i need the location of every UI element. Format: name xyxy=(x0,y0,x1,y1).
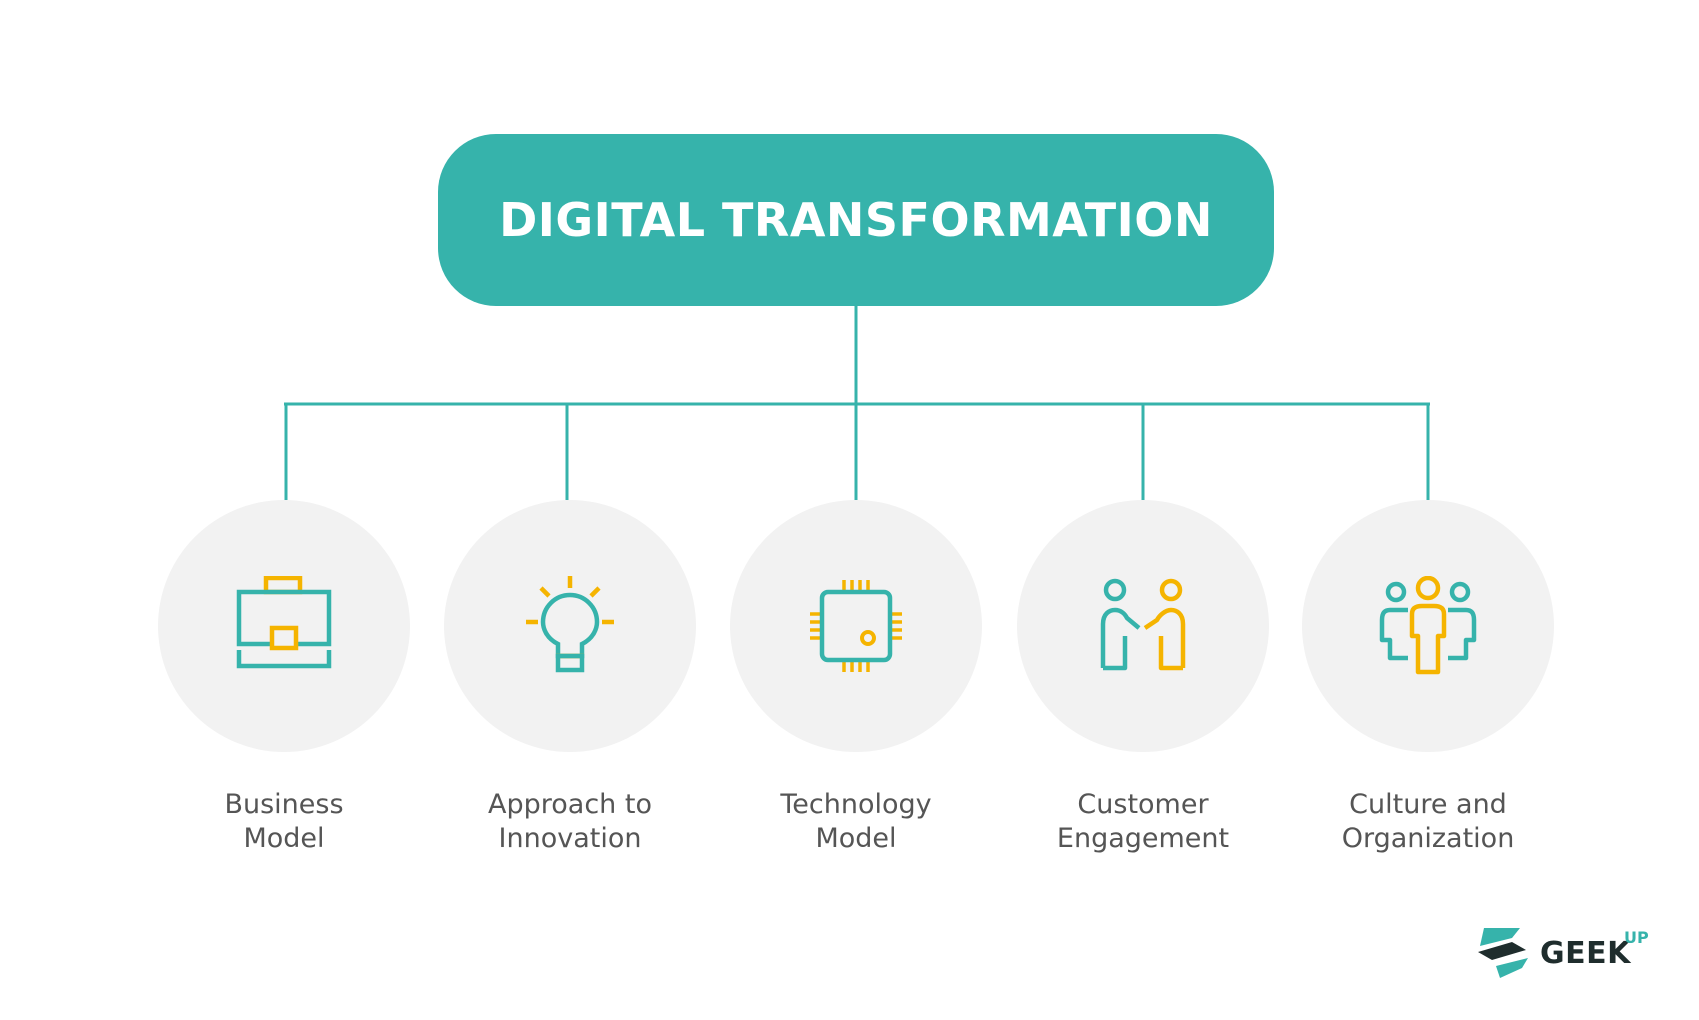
node-label-line2: Model xyxy=(243,823,325,854)
node-label-line1: Business xyxy=(224,789,344,820)
team-icon xyxy=(1379,576,1477,675)
logo-name: GEEK xyxy=(1540,936,1631,971)
node-label: Approach to Innovation xyxy=(404,788,736,856)
microchip-icon xyxy=(810,580,902,672)
geekup-logo: GEEK UP xyxy=(1478,926,1668,980)
node-label: Culture and Organization xyxy=(1262,788,1594,856)
geekup-logo-mark-icon xyxy=(1478,928,1528,978)
title-box: DIGITAL TRANSFORMATION xyxy=(438,134,1274,306)
node-label-line1: Customer xyxy=(1077,789,1209,820)
title-text: DIGITAL TRANSFORMATION xyxy=(499,193,1213,247)
node-circle xyxy=(1017,500,1269,752)
node-label-line1: Technology xyxy=(780,789,932,820)
node-label-line2: Organization xyxy=(1341,823,1515,854)
node-circle xyxy=(444,500,696,752)
node-label-line2: Innovation xyxy=(498,823,642,854)
node-label: Technology Model xyxy=(690,788,1022,856)
handshake-people-icon xyxy=(1100,578,1186,671)
briefcase-icon xyxy=(236,576,332,669)
node-label-line2: Engagement xyxy=(1056,823,1230,854)
logo-superscript: UP xyxy=(1624,928,1649,947)
node-label: Business Model xyxy=(118,788,450,856)
lightbulb-icon xyxy=(526,576,614,673)
node-label-line1: Approach to xyxy=(488,789,652,820)
node-label-line2: Model xyxy=(815,823,897,854)
node-label: Customer Engagement xyxy=(977,788,1309,856)
node-label-line1: Culture and xyxy=(1349,789,1507,820)
